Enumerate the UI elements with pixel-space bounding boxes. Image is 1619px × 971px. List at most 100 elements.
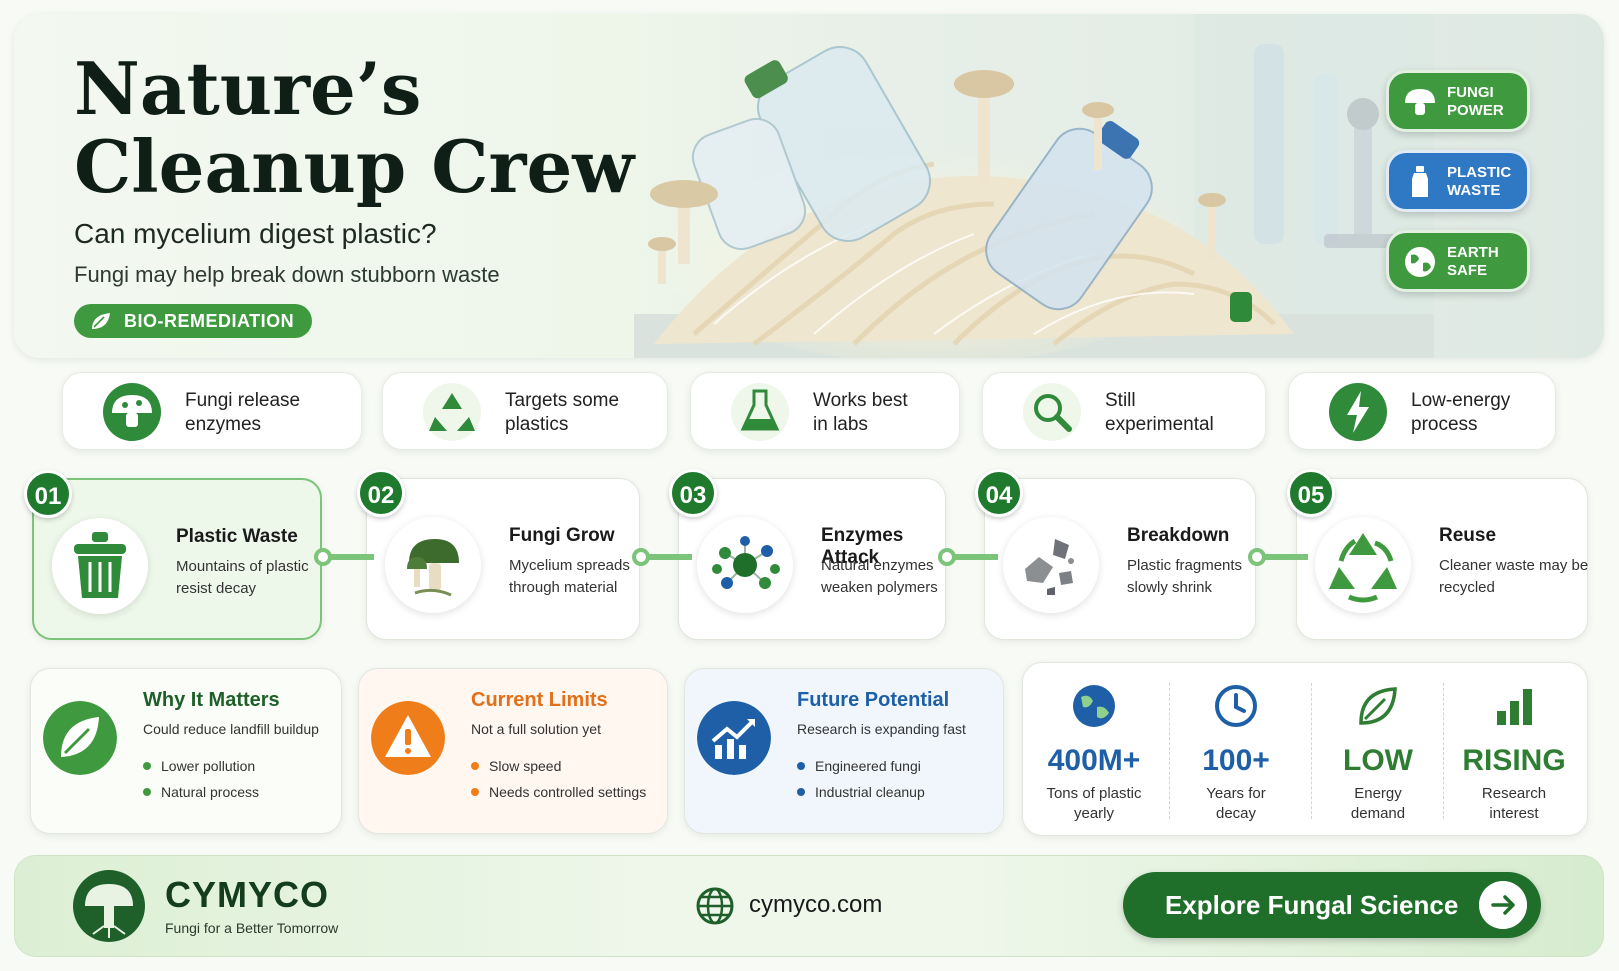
- badge-plastic-waste: PLASTIC WASTE: [1386, 150, 1530, 212]
- badge-earth-safe: EARTH SAFE: [1386, 230, 1530, 292]
- feature-fungi-enzymes: Fungi release enzymes: [62, 372, 362, 450]
- divider: [1311, 683, 1312, 819]
- feature-line: plastics: [505, 414, 569, 435]
- list-item: Needs controlled settings: [471, 779, 646, 805]
- leaf-icon: [1359, 687, 1397, 725]
- list-item: Natural process: [143, 779, 259, 805]
- stat-value: 100+: [1202, 744, 1270, 777]
- stats-panel: 400M+ Tons of plastic yearly 100+ Years …: [1022, 662, 1588, 836]
- globe-icon: [1073, 685, 1115, 727]
- feature-line: Works best: [813, 390, 908, 411]
- brand-tagline: Fungi for a Better Tomorrow: [165, 920, 339, 936]
- step-title: Enzymes Attack: [821, 525, 904, 568]
- badge-line-1: EARTH: [1447, 244, 1499, 261]
- leaf-icon: [92, 313, 110, 329]
- molecule-icon: [697, 517, 793, 613]
- stat-value: RISING: [1462, 744, 1566, 777]
- stat-label: Years for decay: [1171, 784, 1301, 824]
- card-title: Current Limits: [471, 689, 608, 711]
- bio-remediation-tag: BIO-REMEDIATION: [74, 304, 313, 338]
- stat-energy-demand: LOW Energy demand: [1313, 683, 1443, 824]
- divider: [1443, 683, 1444, 819]
- hero-subtitle: Can mycelium digest plastic?: [74, 218, 437, 249]
- step-reuse: 05 Reuse Cleaner waste may be recycled: [1287, 469, 1588, 640]
- cymyco-logo-icon: [73, 870, 145, 942]
- feature-targets-plastics: Targets some plastics: [382, 372, 668, 450]
- stat-label-line: interest: [1489, 805, 1539, 822]
- feature-text: Fungi release enzymes: [185, 389, 345, 437]
- stat-value: LOW: [1343, 744, 1413, 777]
- step-breakdown: 04 Breakdown Plastic fragments slowly sh…: [975, 469, 1256, 640]
- divider: [1169, 683, 1170, 819]
- growth-chart-icon: [697, 701, 771, 775]
- footer: CYMYCO Fungi for a Better Tomorrow cymyc…: [14, 855, 1604, 957]
- badge-line-1: FUNGI: [1447, 84, 1494, 101]
- step-number: 01: [24, 470, 72, 518]
- stat-label-line: demand: [1350, 805, 1406, 822]
- clock-icon: [1215, 685, 1257, 727]
- stat-label: Research interest: [1449, 784, 1579, 824]
- step-number: 05: [1287, 469, 1335, 517]
- card-subtitle: Not a full solution yet: [471, 721, 601, 737]
- card-title: Future Potential: [797, 689, 950, 711]
- globe-icon: [1405, 247, 1435, 277]
- card-subtitle: Research is expanding fast: [797, 721, 966, 737]
- explore-fungal-science-button[interactable]: Explore Fungal Science: [1123, 872, 1541, 938]
- feature-line: in labs: [813, 414, 868, 435]
- tag-label: BIO-REMEDIATION: [124, 311, 295, 331]
- badge-line-1: PLASTIC: [1447, 164, 1512, 181]
- feature-text: Works best in labs: [813, 389, 973, 437]
- hero-description: Fungi may help break down stubborn waste: [74, 262, 500, 287]
- lightning-icon: [1329, 383, 1387, 441]
- badge-fungi-power: FUNGI POWER: [1386, 70, 1530, 132]
- step-connector: [632, 548, 692, 566]
- feature-line: Targets some: [505, 390, 620, 411]
- feature-line: enzymes: [185, 414, 262, 435]
- step-connector: [314, 548, 374, 566]
- magnifier-icon: [1023, 383, 1081, 441]
- card-why-it-matters: Why It Matters Could reduce landfill bui…: [30, 668, 342, 834]
- badge-line-2: POWER: [1447, 102, 1504, 119]
- card-title: Why It Matters: [143, 689, 280, 711]
- bottle-icon: [1412, 166, 1428, 197]
- list-item: Engineered fungi: [797, 753, 925, 779]
- card-list: Engineered fungi Industrial cleanup: [797, 753, 925, 805]
- step-description: Mycelium spreads through material: [509, 557, 630, 596]
- title-line-2: Cleanup Crew: [74, 124, 635, 209]
- hero-banner: Nature’s Cleanup Crew Can mycelium diges…: [14, 14, 1604, 358]
- step-connector: [938, 548, 998, 566]
- list-item: Lower pollution: [143, 753, 259, 779]
- badge-line-2: SAFE: [1447, 262, 1488, 279]
- step-number: 02: [357, 469, 405, 517]
- step-enzymes-attack: 03 Enzymes Attack Natural enzymes weaken…: [669, 469, 946, 640]
- step-number: 03: [669, 469, 717, 517]
- bar-chart-icon: [1497, 689, 1532, 725]
- step-fungi-grow: 02 Fungi Grow Mycelium spreads through m…: [357, 469, 640, 640]
- stat-research-interest: RISING Research interest: [1449, 683, 1579, 824]
- page-title: Nature’s Cleanup Crew: [74, 50, 714, 206]
- feature-line: experimental: [1105, 414, 1214, 435]
- stat-label-line: Research: [1481, 785, 1547, 802]
- website-link[interactable]: cymyco.com: [749, 891, 883, 918]
- card-list: Lower pollution Natural process: [143, 753, 259, 805]
- stat-label-line: Energy: [1354, 785, 1402, 802]
- card-current-limits: Current Limits Not a full solution yet S…: [358, 668, 668, 834]
- flask-icon: [731, 383, 789, 441]
- step-title: Fungi Grow: [509, 525, 615, 546]
- step-description: Plastic fragments slowly shrink: [1127, 557, 1243, 596]
- feature-still-experimental: Still experimental: [982, 372, 1266, 450]
- step-title: Breakdown: [1127, 525, 1230, 546]
- stat-decay-years: 100+ Years for decay: [1171, 683, 1301, 824]
- mushroom-icon: [1405, 89, 1435, 115]
- leaf-icon: [43, 701, 117, 775]
- list-item: Industrial cleanup: [797, 779, 925, 805]
- feature-works-in-labs: Works best in labs: [690, 372, 960, 450]
- cta-label: Explore Fungal Science: [1165, 890, 1459, 920]
- badge-line-2: WASTE: [1447, 182, 1501, 199]
- stat-label-line: yearly: [1073, 805, 1114, 822]
- step-title: Reuse: [1439, 525, 1497, 546]
- stat-label-line: Tons of plastic: [1046, 785, 1142, 802]
- step-number: 04: [975, 469, 1023, 517]
- feature-line: process: [1411, 414, 1478, 435]
- trash-bin-icon: [52, 518, 148, 614]
